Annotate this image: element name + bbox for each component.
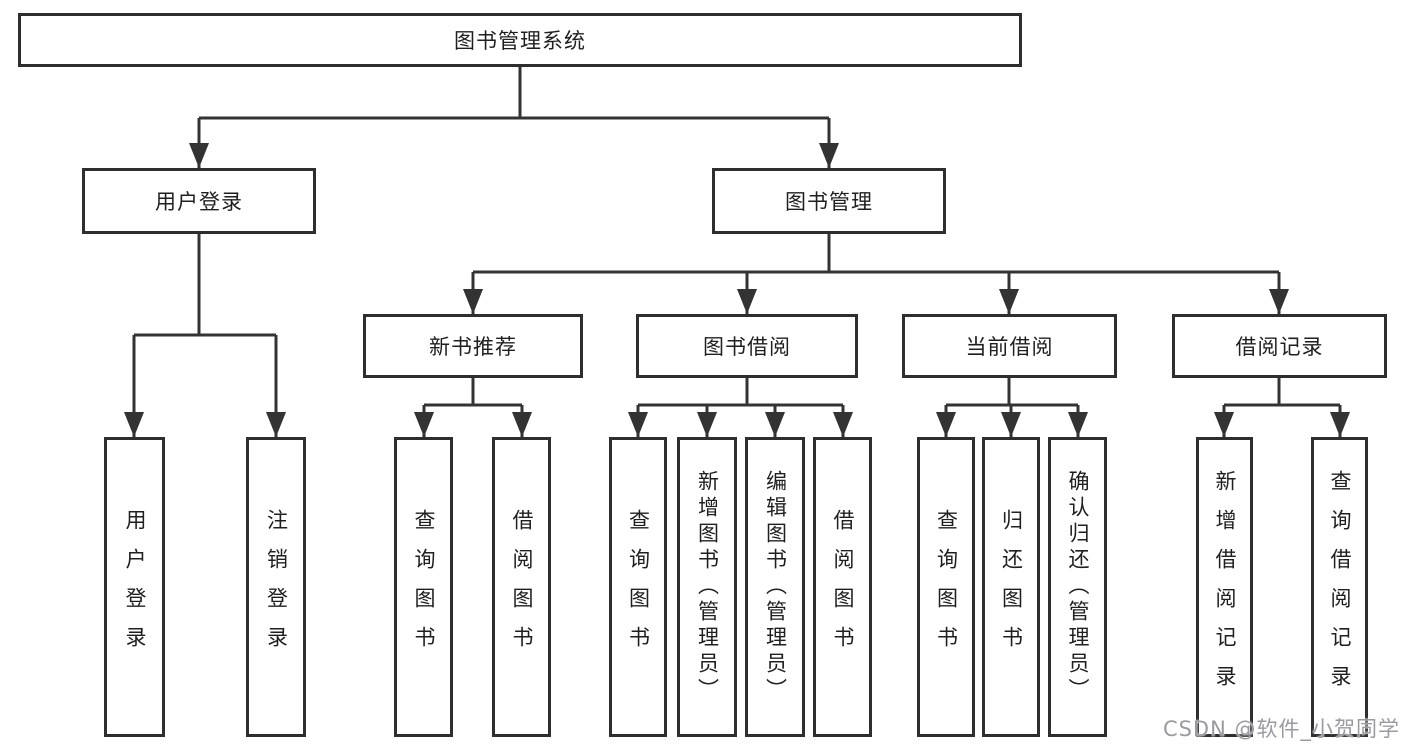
leaf-query-borrow-record: 查询借阅记录 xyxy=(1311,437,1368,737)
leaf-add-book-admin: 新增图书（管理员） xyxy=(677,437,737,737)
node-current-borrowing: 当前借阅 xyxy=(902,314,1117,378)
leaf-logout: 注销登录 xyxy=(246,437,306,737)
leaf-borrow-books-recommend: 借阅图书 xyxy=(492,437,551,737)
leaf-query-books-recommend: 查询图书 xyxy=(394,437,453,737)
connector-segment xyxy=(638,378,843,407)
connector-segment xyxy=(473,234,1279,274)
node-root-system: 图书管理系统 xyxy=(18,13,1022,67)
leaf-user-login: 用户登录 xyxy=(104,437,165,737)
node-new-book-recommend: 新书推荐 xyxy=(363,314,583,378)
connector-segment xyxy=(134,234,276,337)
leaf-confirm-return-admin: 确认归还（管理员） xyxy=(1048,437,1107,737)
connectors xyxy=(124,67,1350,437)
leaf-return-book: 归还图书 xyxy=(982,437,1040,737)
leaf-query-books-current: 查询图书 xyxy=(917,437,975,737)
node-book-management: 图书管理 xyxy=(712,168,946,234)
connector-segment xyxy=(946,378,1078,407)
csdn-watermark: CSDN @软件_小贺同学 xyxy=(1162,717,1400,741)
connector-segment xyxy=(199,67,829,120)
node-book-borrowing: 图书借阅 xyxy=(636,314,858,378)
connector-segment xyxy=(1224,378,1340,407)
node-borrowing-records: 借阅记录 xyxy=(1172,314,1387,378)
leaf-add-borrow-record: 新增借阅记录 xyxy=(1196,437,1253,737)
leaf-edit-book-admin: 编辑图书（管理员） xyxy=(745,437,805,737)
leaf-borrow-books: 借阅图书 xyxy=(813,437,872,737)
node-user-login: 用户登录 xyxy=(82,168,316,234)
connector-segment xyxy=(424,378,522,407)
leaf-query-books-borrowing: 查询图书 xyxy=(609,437,667,737)
